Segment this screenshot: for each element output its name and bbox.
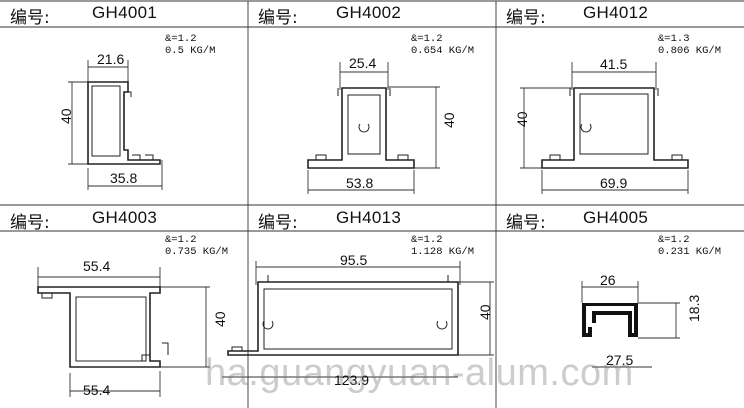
dim-height: 18.3 (686, 295, 702, 322)
dim-height: 40 (514, 111, 530, 127)
profile-drawing: 21.6 40 35.8 (58, 51, 163, 190)
dim-height: 40 (441, 112, 457, 128)
profile-spec: &=1.2 1.128 KG/M (411, 234, 474, 258)
profile-code: GH4012 (583, 3, 649, 22)
dim-width: 41.5 (600, 56, 627, 72)
profile-drawing: 26 18.3 27.5 (581, 272, 702, 368)
profile-code: GH4003 (92, 208, 158, 227)
code-label: 编号: (10, 8, 50, 28)
unit-weight: 0.806 KG/M (658, 45, 722, 57)
profile-cell-gh4012: 编号: GH4012 &=1.3 0.806 KG/M 41.5 40 69.9 (496, 0, 744, 205)
unit-weight: 0.231 KG/M (658, 246, 722, 258)
dim-width: 55.4 (83, 258, 110, 274)
watermark: ha.guangyuan-alum.com (205, 352, 634, 394)
profile-spec: &=1.2 0.5 KG/M (165, 33, 215, 57)
code-label: 编号: (258, 8, 298, 28)
profile-cell-gh4002: 编号: GH4002 &=1.2 0.654 KG/M 25.4 40 53.8 (248, 0, 496, 205)
wall-thickness: &=1.3 (658, 33, 690, 45)
unit-weight: 1.128 KG/M (411, 246, 475, 258)
dim-overall: 35.8 (110, 170, 137, 186)
wall-thickness: &=1.2 (411, 234, 443, 246)
dim-overall: 123.9 (334, 372, 369, 388)
profile-spec: &=1.2 0.231 KG/M (658, 234, 721, 258)
profile-cell-gh4001: 编号: GH4001 &=1.2 0.5 KG/M 21.6 40 35.8 (0, 0, 248, 205)
unit-weight: 0.654 KG/M (411, 45, 475, 57)
profile-drawing: 41.5 40 69.9 (514, 56, 689, 194)
profile-cell-gh4003: 编号: GH4003 &=1.2 0.735 KG/M 55.4 40 55.4 (0, 205, 248, 408)
profile-cell-gh4005: 编号: GH4005 &=1.2 0.231 KG/M 26 18.3 27.5 (496, 205, 744, 408)
profile-spec: &=1.3 0.806 KG/M (658, 33, 721, 57)
dim-height: 40 (58, 108, 74, 124)
unit-weight: 0.5 KG/M (165, 45, 216, 57)
profile-spec: &=1.2 0.654 KG/M (411, 33, 474, 57)
wall-thickness: &=1.2 (165, 33, 197, 45)
unit-weight: 0.735 KG/M (165, 246, 229, 258)
dim-width: 26 (600, 272, 616, 288)
profile-code: GH4002 (336, 3, 402, 22)
dim-overall: 69.9 (600, 175, 627, 191)
profile-code: GH4001 (92, 3, 158, 22)
dim-overall: 55.4 (83, 382, 110, 398)
profile-spec: &=1.2 0.735 KG/M (165, 234, 228, 258)
dim-overall: 53.8 (346, 175, 373, 191)
profile-drawing: 95.5 40 123.9 (222, 252, 494, 388)
dim-width: 25.4 (349, 55, 376, 71)
wall-thickness: &=1.2 (411, 33, 443, 45)
profile-code: GH4013 (336, 208, 402, 227)
dim-overall: 27.5 (606, 352, 633, 368)
code-label: 编号: (10, 213, 50, 233)
code-label: 编号: (258, 213, 298, 233)
code-label: 编号: (506, 213, 546, 233)
profile-code: GH4005 (583, 208, 649, 227)
profile-drawing: 55.4 40 55.4 (37, 258, 228, 398)
dim-width: 21.6 (97, 51, 124, 67)
dim-height: 40 (212, 311, 228, 327)
profile-drawing: 25.4 40 53.8 (307, 55, 457, 194)
wall-thickness: &=1.2 (658, 234, 690, 246)
wall-thickness: &=1.2 (165, 234, 197, 246)
code-label: 编号: (506, 8, 546, 28)
dim-width: 95.5 (340, 252, 367, 268)
profile-cell-gh4013: 编号: GH4013 &=1.2 1.128 KG/M 95.5 40 123.… (222, 205, 496, 408)
dim-height: 40 (477, 304, 493, 320)
